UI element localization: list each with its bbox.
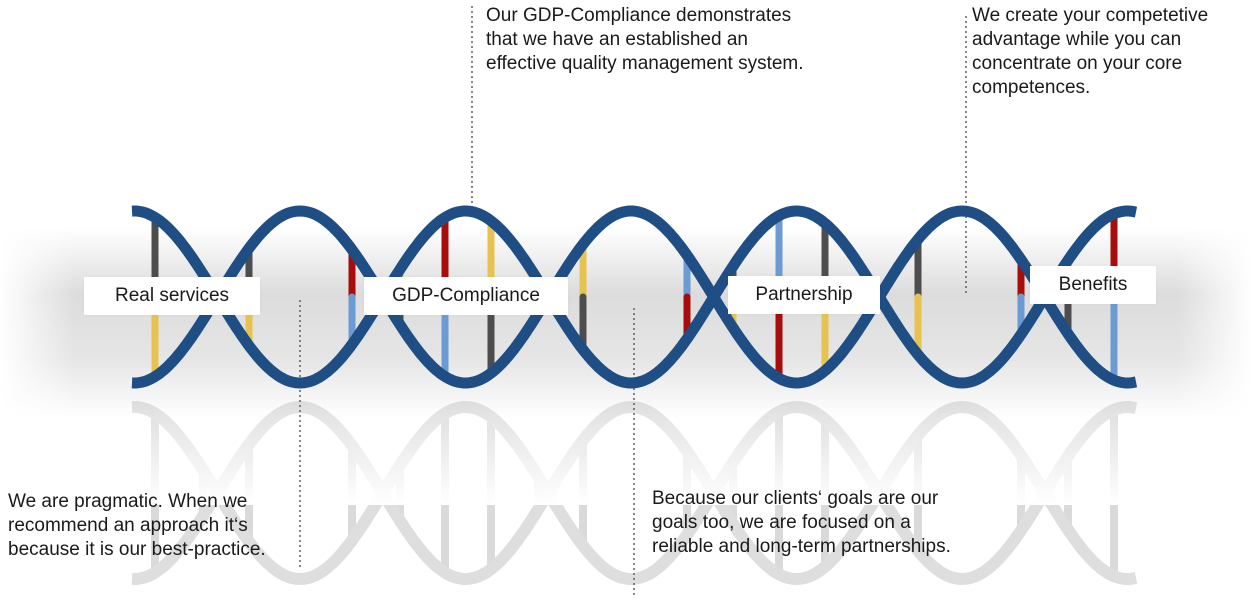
description-benefits: We create your competetive advantage whi… [972,5,1209,98]
helix-strand-b [131,205,1138,389]
helix-strands [131,205,1138,389]
reflection-fade [0,395,1252,505]
description-partnership: Because our clients‘ goals are our goals… [652,488,951,557]
label-benefits: Benefits [1030,266,1156,304]
label-gdp-compliance: GDP-Compliance [364,277,568,315]
leader-lines [299,6,967,595]
description-real-services: We are pragmatic. When we recommend an a… [8,491,266,560]
description-gdp-compliance: Our GDP-Compliance demonstrates that we … [486,5,804,74]
label-real-services: Real services [84,277,260,315]
helix-strand-a [131,205,1138,389]
label-partnership: Partnership [728,276,880,314]
